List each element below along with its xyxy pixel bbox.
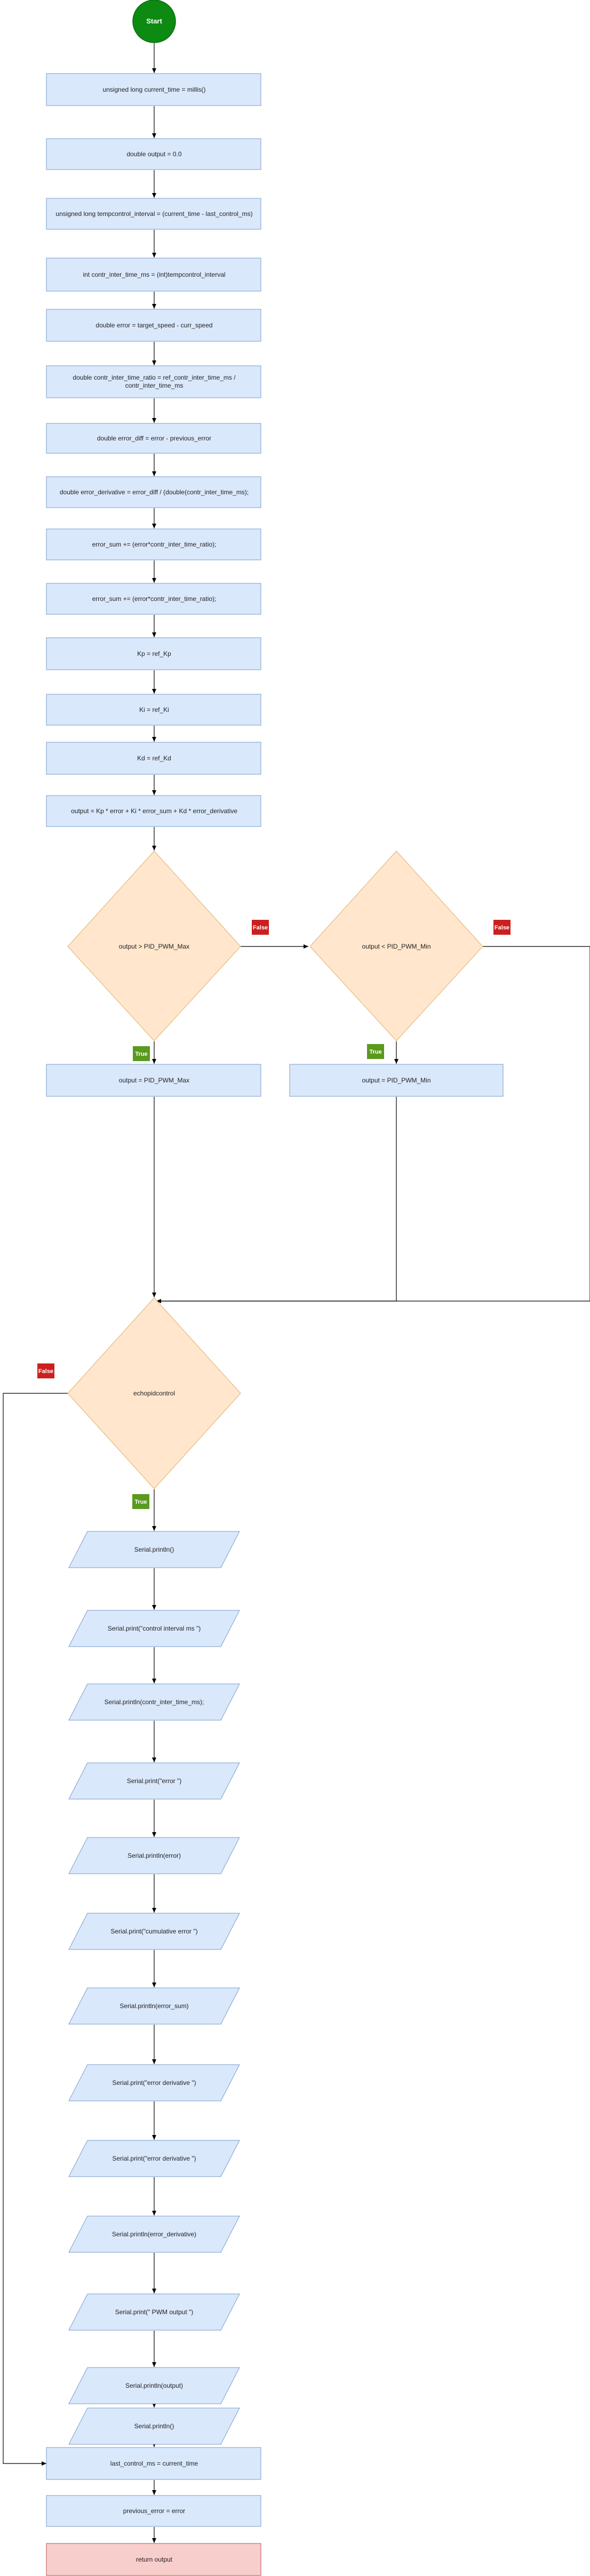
process-n4: int contr_inter_time_ms = (int)tempcontr… xyxy=(46,258,261,292)
process-n12-label: Ki = ref_Ki xyxy=(139,706,169,713)
process-n14-label: output = Kp * error + Ki * error_sum + K… xyxy=(71,807,237,815)
io-13-label: Serial.println() xyxy=(134,2422,174,2430)
process-n8: double error_derivative = error_diff / (… xyxy=(46,476,261,508)
svg-text:False: False xyxy=(253,925,268,931)
process-n2-label: double output = 0.0 xyxy=(126,150,181,158)
process-n18: previous_error = error xyxy=(46,2495,261,2527)
process-n16-label: output = PID_PWM_Min xyxy=(362,1077,430,1084)
io-9-label: Serial.print("error derivative ") xyxy=(112,2155,196,2162)
process-n17: last_control_ms = current_time xyxy=(46,2447,261,2480)
end-node: return output xyxy=(46,2543,261,2576)
start-label: Start xyxy=(146,17,162,25)
io-7: Serial.println(error_sum) xyxy=(68,1987,240,2025)
process-n13-label: Kd = ref_Kd xyxy=(137,755,171,762)
io-10: Serial.println(error_derivative) xyxy=(68,2216,240,2253)
io-1-label: Serial.println() xyxy=(134,1546,174,1553)
process-n8-label: double error_derivative = error_diff / (… xyxy=(60,488,249,496)
edge-d3-false-n17 xyxy=(3,1393,68,2466)
io-11-label: Serial.print(" PWM output ") xyxy=(115,2308,194,2316)
io-5-label: Serial.println(error) xyxy=(127,1852,181,1859)
badge-d3-true: True xyxy=(132,1494,149,1509)
process-n4-label: int contr_inter_time_ms = (int)tempcontr… xyxy=(83,271,225,278)
badge-d2-true: True xyxy=(367,1044,384,1059)
io-3: Serial.println(contr_inter_time_ms); xyxy=(68,1683,240,1721)
io-4-label: Serial.print("error ") xyxy=(127,1777,182,1785)
io-12: Serial.println(output) xyxy=(68,2367,240,2404)
edge-n16-merge xyxy=(156,1097,397,1302)
process-n5: double error = target_speed - curr_speed xyxy=(46,309,261,342)
process-n17-label: last_control_ms = current_time xyxy=(110,2460,198,2467)
io-4: Serial.print("error ") xyxy=(68,1762,240,1800)
process-n9: error_sum += (error*contr_inter_time_rat… xyxy=(46,528,261,560)
decision-d2: output < PID_PWM_Min xyxy=(309,850,483,1041)
io-1: Serial.println() xyxy=(68,1531,240,1568)
process-n7-label: double error_diff = error - previous_err… xyxy=(97,435,211,442)
io-6: Serial.print("cumulative error ") xyxy=(68,1913,240,1950)
start-node: Start xyxy=(132,0,176,43)
decision-d3: echopidcontrol xyxy=(67,1297,241,1489)
io-11: Serial.print(" PWM output ") xyxy=(68,2293,240,2331)
process-n7: double error_diff = error - previous_err… xyxy=(46,423,261,454)
badge-d2-false: False xyxy=(493,920,511,935)
io-10-label: Serial.println(error_derivative) xyxy=(112,2230,196,2238)
io-3-label: Serial.println(contr_inter_time_ms); xyxy=(105,1698,204,1706)
process-n2: double output = 0.0 xyxy=(46,138,261,170)
process-n9-label: error_sum += (error*contr_inter_time_rat… xyxy=(92,541,217,548)
process-n6: double contr_inter_time_ratio = ref_cont… xyxy=(46,365,261,398)
decision-d1: output > PID_PWM_Max xyxy=(67,850,241,1041)
io-7-label: Serial.println(error_sum) xyxy=(119,2002,188,2010)
svg-text:True: True xyxy=(369,1049,381,1055)
io-6-label: Serial.print("cumulative error ") xyxy=(110,1928,197,1935)
process-n15-label: output = PID_PWM_Max xyxy=(119,1077,189,1084)
end-label: return output xyxy=(136,2556,173,2563)
process-n12: Ki = ref_Ki xyxy=(46,694,261,726)
process-n5-label: double error = target_speed - curr_speed xyxy=(95,322,212,329)
io-9: Serial.print("error derivative ") xyxy=(68,2140,240,2177)
svg-text:False: False xyxy=(38,1368,53,1375)
process-n16: output = PID_PWM_Min xyxy=(289,1064,504,1097)
svg-text:True: True xyxy=(134,1499,147,1505)
badge-d1-false: False xyxy=(252,920,269,935)
svg-text:False: False xyxy=(495,925,509,931)
io-2-label: Serial.print("control interval ms ") xyxy=(108,1625,201,1632)
decision-d1-label: output > PID_PWM_Max xyxy=(119,943,189,950)
process-n3: unsigned long tempcontrol_interval = (cu… xyxy=(46,198,261,230)
io-8-label: Serial.print("error derivative ") xyxy=(112,2079,196,2087)
process-n15: output = PID_PWM_Max xyxy=(46,1064,261,1097)
decision-d2-label: output < PID_PWM_Min xyxy=(362,943,430,950)
decision-d3-label: echopidcontrol xyxy=(133,1390,175,1397)
process-n1: unsigned long current_time = millis() xyxy=(46,73,261,106)
process-n10: error_sum += (error*contr_inter_time_rat… xyxy=(46,583,261,615)
process-n6-label-line2: contr_inter_time_ms xyxy=(125,382,184,389)
process-n11: Kp = ref_Kp xyxy=(46,637,261,670)
io-13: Serial.println() xyxy=(68,2408,240,2445)
badge-d3-false: False xyxy=(37,1363,54,1378)
process-n11-label: Kp = ref_Kp xyxy=(137,650,171,657)
edges xyxy=(3,43,590,2543)
process-n10-label: error_sum += (error*contr_inter_time_rat… xyxy=(92,595,217,603)
io-8: Serial.print("error derivative ") xyxy=(68,2064,240,2101)
process-n18-label: previous_error = error xyxy=(123,2507,185,2515)
svg-text:True: True xyxy=(135,1051,147,1057)
process-n14: output = Kp * error + Ki * error_sum + K… xyxy=(46,795,261,827)
badge-d1-true: True xyxy=(133,1046,150,1061)
io-2: Serial.print("control interval ms ") xyxy=(68,1610,240,1647)
start-circle xyxy=(132,0,176,43)
process-n6-label-line1: double contr_inter_time_ratio = ref_cont… xyxy=(73,374,236,381)
process-n13: Kd = ref_Kd xyxy=(46,742,261,775)
io-12-label: Serial.println(output) xyxy=(125,2382,183,2389)
io-5: Serial.println(error) xyxy=(68,1837,240,1874)
process-n3-label: unsigned long tempcontrol_interval = (cu… xyxy=(55,210,252,218)
process-n1-label: unsigned long current_time = millis() xyxy=(102,86,205,93)
